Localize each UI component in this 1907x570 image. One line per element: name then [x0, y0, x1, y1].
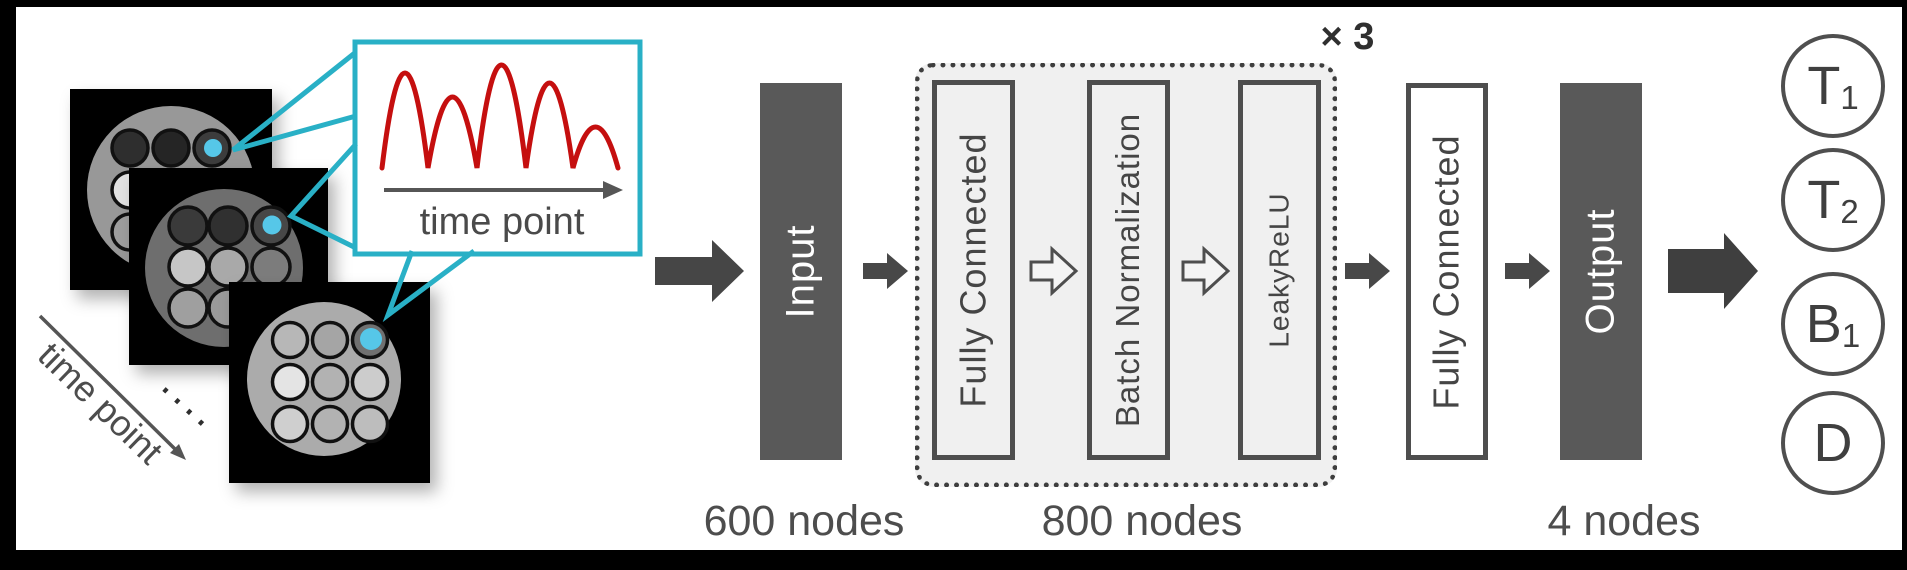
output-fully-connected-bar: Fully Connected	[1406, 83, 1488, 460]
leakyrelu-layer-label: LeakyReLU	[1263, 192, 1295, 348]
target-circle-d: D	[1781, 391, 1885, 495]
batch-normalization-layer-label: Batch Normalization	[1109, 112, 1147, 428]
fully-connected-layer-label: Fully Connected	[952, 132, 994, 408]
batch-normalization-layer-bar: Batch Normalization	[1087, 80, 1170, 460]
target-b1-sub: 1	[1841, 317, 1861, 354]
hidden-nodes-count: 800 nodes	[1041, 497, 1243, 545]
target-t1-main: T	[1807, 56, 1841, 116]
repeat-count-label: × 3	[1320, 16, 1375, 58]
output-layer-bar: Output	[1560, 83, 1642, 460]
output-layer-label: Output	[1578, 208, 1623, 335]
target-t2-main: T	[1807, 170, 1841, 230]
input-layer-label: Input	[778, 224, 823, 319]
output-nodes-count: 4 nodes	[1547, 497, 1701, 545]
fully-connected-layer-bar: Fully Connected	[932, 80, 1015, 460]
target-d-main: D	[1813, 413, 1853, 473]
target-t1-sub: 1	[1840, 79, 1859, 116]
target-b1-main: B	[1805, 294, 1842, 354]
output-fully-connected-label: Fully Connected	[1426, 133, 1468, 410]
input-layer-bar: Input	[760, 83, 842, 460]
leakyrelu-layer-bar: LeakyReLU	[1238, 80, 1321, 460]
input-nodes-count: 600 nodes	[703, 497, 905, 545]
target-t2-sub: 2	[1840, 193, 1859, 230]
